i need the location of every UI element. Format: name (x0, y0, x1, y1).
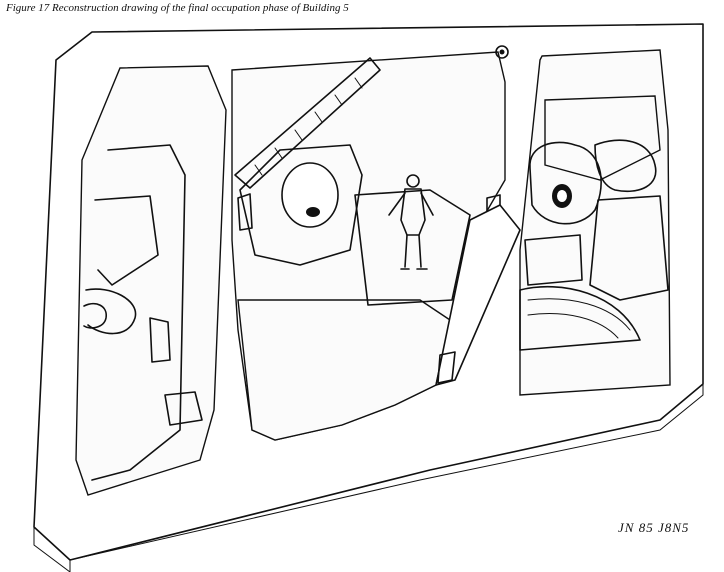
storage-jar-icon (529, 139, 657, 225)
oven-icon (281, 162, 339, 228)
standing-figure-icon (388, 174, 434, 270)
right-room (519, 49, 671, 396)
figure-caption: Figure 17 Reconstruction drawing of the … (6, 2, 349, 14)
middle-room (231, 45, 521, 441)
ladder (234, 57, 381, 189)
artist-signature: JN 85 J8N5 (618, 520, 690, 535)
left-room (75, 65, 227, 496)
